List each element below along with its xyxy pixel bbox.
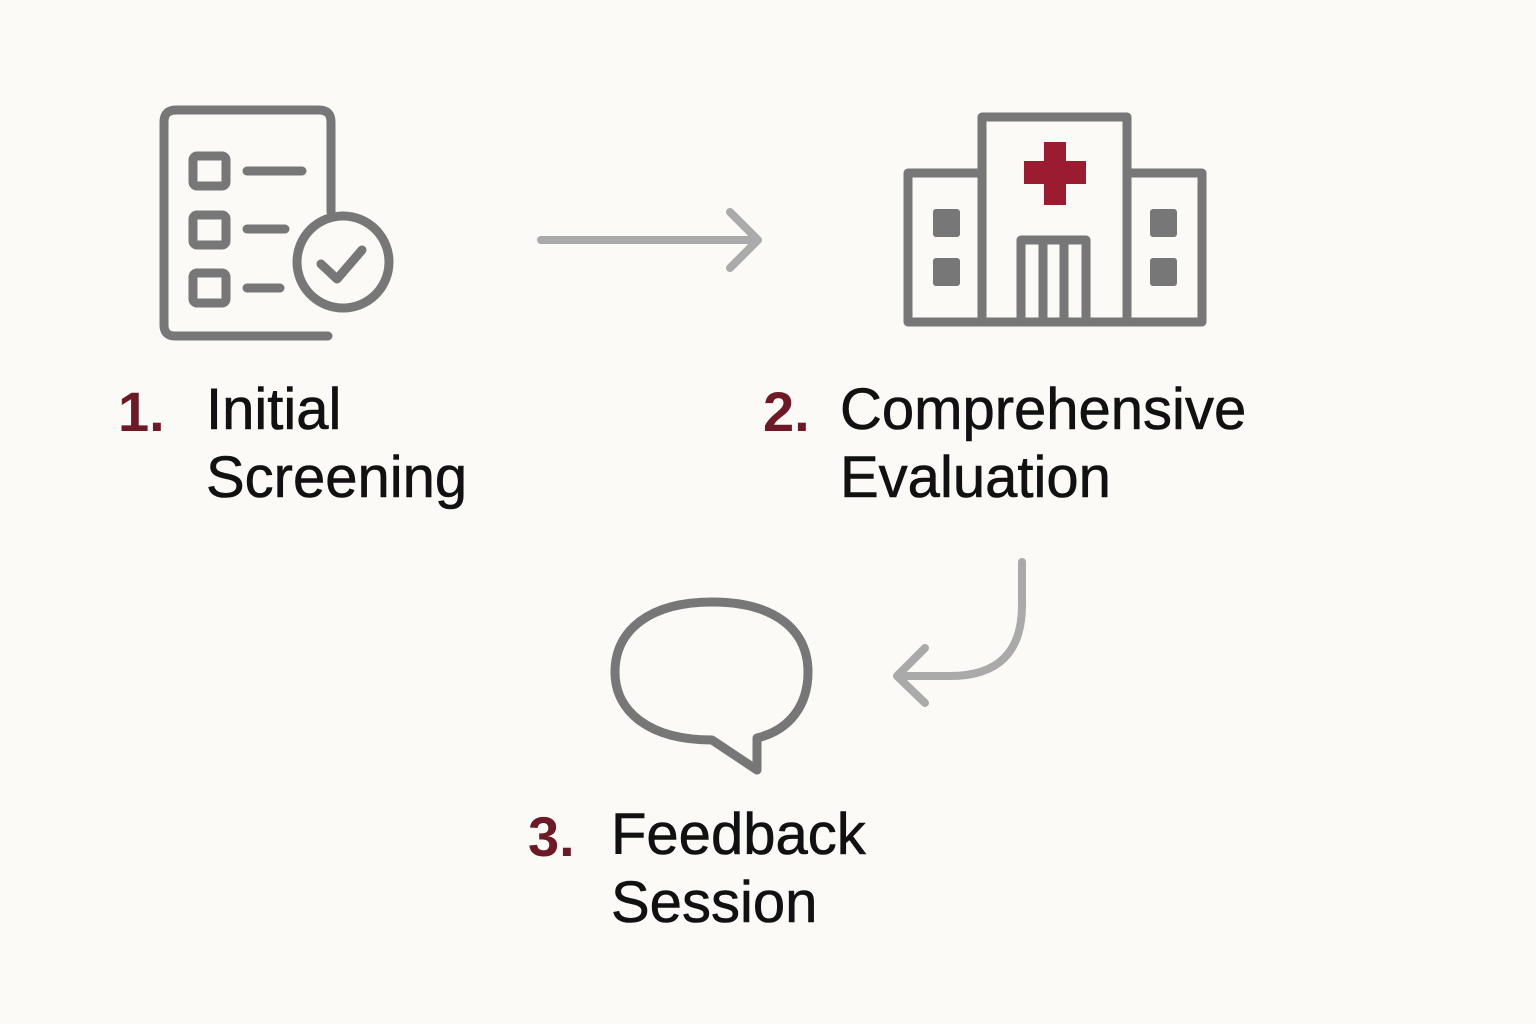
step-title-line1: Feedback — [611, 802, 866, 868]
step-number: 1. — [118, 380, 165, 443]
step-number: 3. — [528, 805, 575, 868]
medical-cross-icon — [1024, 142, 1086, 205]
curved-arrow-icon — [893, 558, 1026, 707]
step-title-line1: Initial — [206, 377, 342, 443]
step-title-line2: Session — [611, 870, 818, 936]
step-title-line1: Comprehensive — [840, 377, 1247, 443]
speech-bubble-icon — [610, 597, 813, 775]
hospital-icon — [903, 112, 1207, 327]
checklist-icon — [159, 105, 394, 341]
step-title-line2: Screening — [206, 445, 468, 511]
step-title-line2: Evaluation — [840, 445, 1111, 511]
step-number: 2. — [763, 380, 810, 443]
right-arrow-icon — [537, 208, 762, 272]
